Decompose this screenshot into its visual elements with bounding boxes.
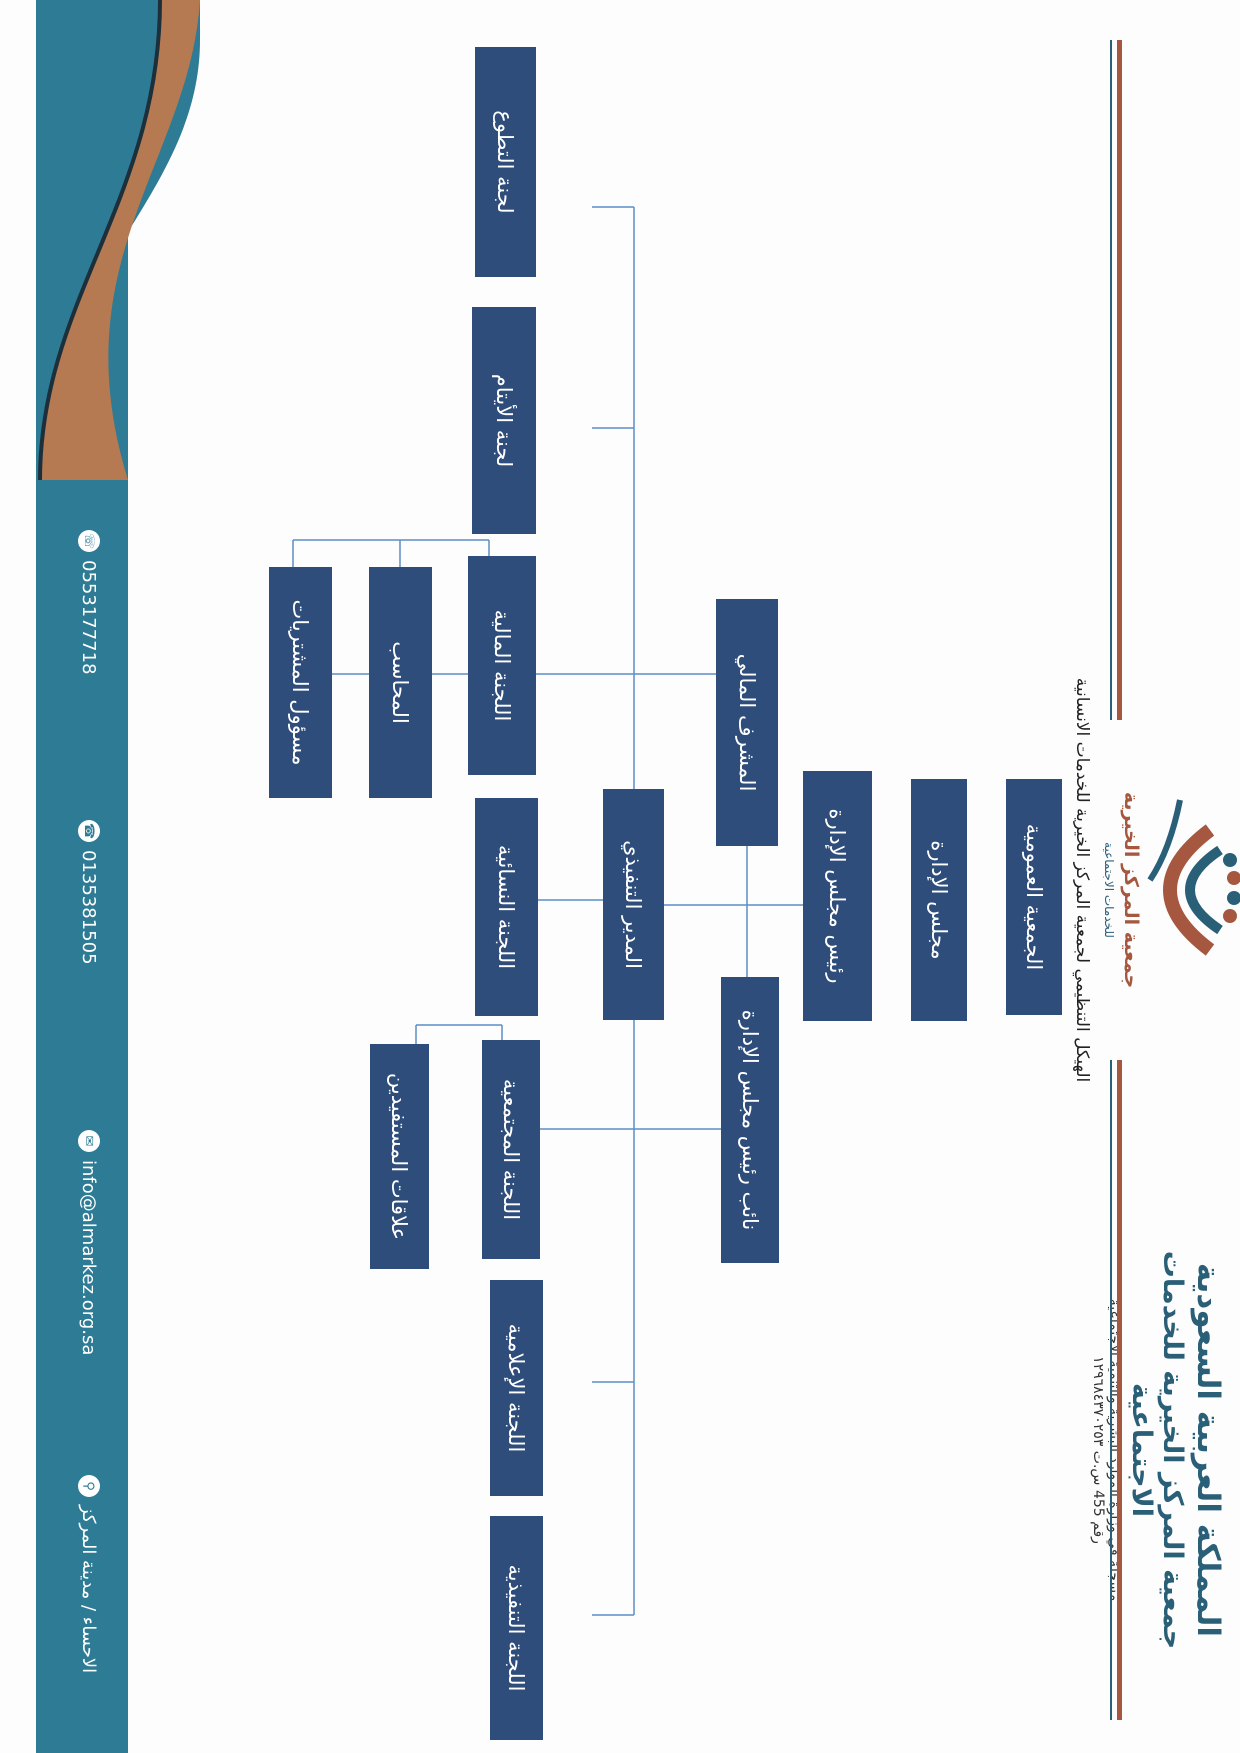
mobile-icon: ☏	[78, 530, 100, 552]
footer-wave-decoration	[36, 0, 200, 481]
email-icon: ✉	[78, 1130, 100, 1152]
box-chairman: رئيس مجلس الإدارة	[803, 771, 872, 1021]
email-address: info@almarkez.org.sa	[78, 1160, 100, 1356]
box-board: مجلس الإدارة	[911, 779, 967, 1021]
logo-emblem-icon	[1147, 799, 1240, 956]
location-pin-icon: ⚲	[78, 1475, 100, 1497]
footer-address: ⚲ الاحساء / مدينة المركز	[78, 1475, 100, 1673]
phone-number: 0135381505	[78, 850, 100, 965]
footer-mobile: ☏ 0553177718	[78, 530, 100, 675]
organization-logo: جمعية المركز الخيرية للخدمات الاجتماعية	[1090, 760, 1240, 1020]
box-media-committee: اللجنة الإعلامية	[490, 1280, 543, 1496]
box-general-assembly: الجمعية العمومية	[1006, 779, 1062, 1015]
phone-icon: ☎	[78, 820, 100, 842]
box-executive-committee: اللجنة التنفيذية	[490, 1516, 543, 1740]
address-text: الاحساء / مدينة المركز	[78, 1505, 100, 1674]
box-finance-committee: اللجنة المالية	[468, 556, 536, 775]
mobile-number: 0553177718	[78, 560, 100, 675]
box-orphans-committee: لجنة الأيتام	[472, 307, 536, 534]
box-women-committee: اللجنة النسائية	[475, 798, 538, 1016]
box-executive-director: المدير التنفيذي	[603, 789, 664, 1020]
box-vice-chairman: نائب رئيس مجلس الإدارة	[721, 977, 779, 1263]
box-procurement-officer: مسؤول المشتريات	[269, 567, 332, 798]
box-volunteer-committee: لجنة التطوع	[475, 47, 536, 277]
box-financial-supervisor: المشرف المالي	[716, 599, 778, 846]
footer-email: ✉ info@almarkez.org.sa	[78, 1130, 100, 1355]
box-beneficiary-relations: علاقات المستفيدين	[370, 1044, 429, 1269]
footer-phone: ☎ 0135381505	[78, 820, 100, 965]
box-accountant: المحاسب	[369, 567, 432, 798]
box-community-committee: اللجنة المجتمعية	[482, 1040, 540, 1259]
